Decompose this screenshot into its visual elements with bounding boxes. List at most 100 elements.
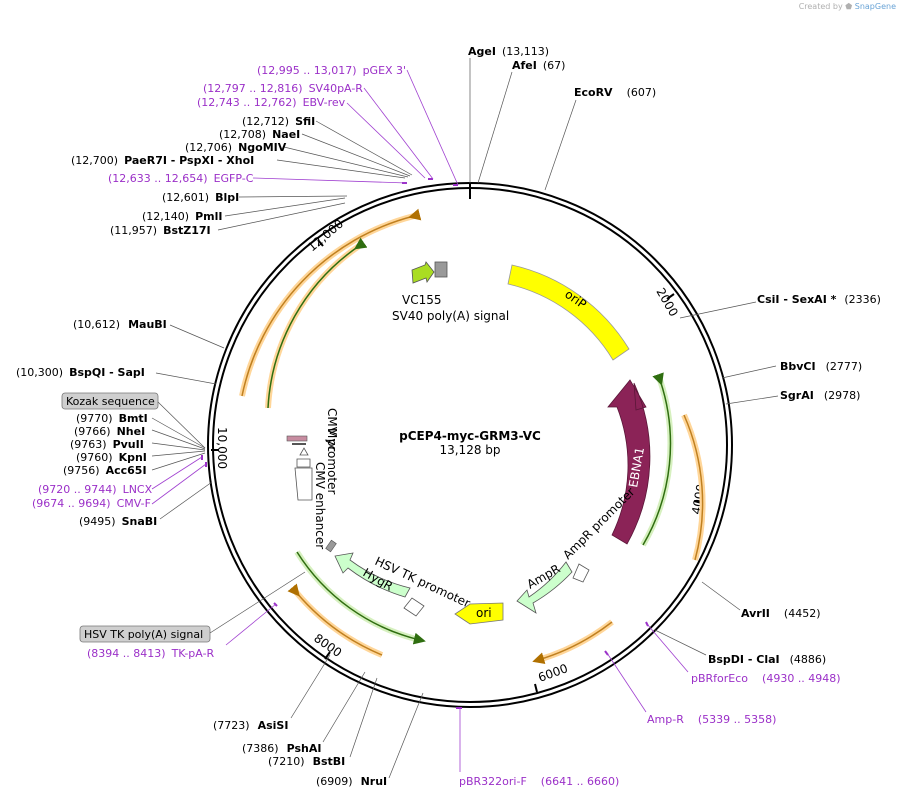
svg-text:SgrAI(2978): SgrAI (2978): [780, 389, 860, 402]
svg-text:BbvCI(2777): BbvCI (2777): [780, 360, 862, 373]
myc-label: Myc: [325, 428, 339, 452]
cmv-promoter-feature[interactable]: [296, 458, 311, 468]
ori-label: ori: [476, 606, 492, 620]
primer-name: EGFP-C: [214, 172, 254, 185]
enzyme-name: Acc65I: [106, 464, 147, 477]
myc-bar: [292, 443, 306, 445]
credit-brand: SnapGene: [854, 2, 896, 11]
hsvtk-promoter-feature[interactable]: [403, 597, 425, 617]
svg-text:(7210)BstBI: (7210) BstBI: [268, 755, 345, 768]
ampr-promoter-feature[interactable]: [572, 563, 590, 583]
svg-text:(12,706)NgoMIV: (12,706) NgoMIV: [185, 141, 287, 154]
enzyme-name: SgrAI: [780, 389, 814, 402]
enzyme-name: NgoMIV: [238, 141, 287, 154]
hsvtk-polya-label: HSV TK poly(A) signal: [84, 628, 203, 641]
enzyme-pos: (6909): [316, 775, 353, 788]
enzyme-name: SnaBI: [122, 515, 158, 528]
primer-range: (9720 .. 9744): [38, 483, 117, 496]
primer-name: LNCX: [123, 483, 153, 496]
enzyme-pos: (7723): [213, 719, 250, 732]
enzyme-name: BspDI - ClaI: [708, 653, 780, 666]
orf-arcs: [239, 208, 706, 665]
enzyme-pos: (7210): [268, 755, 305, 768]
vc155-feature[interactable]: [411, 261, 435, 284]
enzyme-name: CsiI - SexAI *: [757, 293, 837, 306]
primer-range: (12,743 .. 12,762): [197, 96, 297, 109]
enzyme-pos: (12,140): [142, 210, 189, 223]
enzyme-pos: (12,601): [162, 191, 209, 204]
enzyme-leaders: [151, 58, 779, 779]
ebna1-feature[interactable]: [607, 379, 651, 545]
enzyme-name: BbvCI: [780, 360, 816, 373]
svg-text:pBRforEco(4930 .. 4948): pBRforEco(4930 .. 4948): [691, 672, 841, 685]
ampr-feature[interactable]: [516, 561, 573, 614]
enzyme-labels: AgeI(13,113) AfeI(67) EcoRV(607) CsiI - …: [16, 45, 881, 788]
primer-range: (12,995 .. 13,017): [257, 64, 357, 77]
svg-text:(7386)PshAI: (7386)PshAI: [242, 742, 321, 755]
svg-text:(12,743 .. 12,762)EBV-rev: (12,743 .. 12,762) EBV-rev: [197, 96, 346, 109]
tick-label-2000: 2000: [653, 286, 680, 319]
plasmid-name: pCEP4-myc-GRM3-VC: [399, 429, 541, 443]
enzyme-pos: (2978): [824, 389, 861, 402]
enzyme-pos: (9756): [63, 464, 100, 477]
primer-name: TK-pA-R: [171, 647, 215, 660]
enzyme-name: EcoRV: [574, 86, 613, 99]
enzyme-pos: (10,612): [73, 318, 120, 331]
enzyme-name: SfiI: [295, 115, 315, 128]
kozak-callout[interactable]: Kozak sequence: [61, 392, 206, 449]
primer-name: SV40pA-R: [309, 82, 364, 95]
primer-range: (9674 .. 9694): [32, 497, 111, 510]
enzyme-name: AsiSI: [258, 719, 289, 732]
primer-name: pBRforEco: [691, 672, 748, 685]
primer-name: pBR322ori-F: [459, 775, 527, 788]
svg-text:(12,995 .. 13,017)pGEX 3': (12,995 .. 13,017) pGEX 3': [257, 64, 406, 77]
myc-feature[interactable]: [286, 435, 308, 442]
svg-text:(6909)NruI: (6909) NruI: [316, 775, 387, 788]
svg-text:(10,300)BspQI - SapI: (10,300)BspQI - SapI: [16, 366, 145, 379]
enzyme-pos: (9766): [74, 425, 111, 438]
cmv-promoter-arrow: [299, 447, 309, 456]
svg-text:(9763)PvuII: (9763)PvuII: [70, 438, 144, 451]
svg-text:BspDI - ClaI(4886): BspDI - ClaI(4886): [708, 653, 826, 666]
cmv-enhancer-feature[interactable]: [294, 467, 313, 501]
enzyme-name: AvrII: [741, 607, 770, 620]
svg-text:(9766)NheI: (9766)NheI: [74, 425, 145, 438]
enzyme-name: NruI: [361, 775, 388, 788]
hsvtk-polya-callout[interactable]: HSV TK poly(A) signal: [79, 571, 306, 643]
svg-text:(10,612)MauBI: (10,612)MauBI: [73, 318, 167, 331]
svg-text:(11,957)BstZ17I: (11,957) BstZ17I: [110, 224, 211, 237]
tick-marks: [211, 239, 703, 693]
cmv-enhancer-label: CMV enhancer: [313, 462, 327, 549]
enzyme-pos: (7386): [242, 742, 279, 755]
svg-text:(9674 .. 9694)CMV-F: (9674 .. 9694) CMV-F: [32, 497, 151, 510]
snapgene-credit: Created by ⬟ SnapGene: [799, 2, 896, 11]
enzyme-name: BstZ17I: [163, 224, 211, 237]
enzyme-pos: (9763): [70, 438, 107, 451]
enzyme-pos: (2777): [826, 360, 863, 373]
svg-text:(9495)SnaBI: (9495)SnaBI: [79, 515, 157, 528]
enzyme-pos: (12,706): [185, 141, 232, 154]
enzyme-name: BmtI: [119, 412, 148, 425]
ori-feature[interactable]: [454, 602, 504, 625]
enzyme-name: NaeI: [272, 128, 300, 141]
orip-feature[interactable]: [507, 264, 630, 361]
enzyme-name: KpnI: [119, 451, 147, 464]
primer-name: pGEX 3': [363, 64, 407, 77]
enzyme-name: BstBI: [313, 755, 346, 768]
hygr-feature[interactable]: [334, 552, 411, 598]
svg-text:(12,140)PmlI: (12,140)PmlI: [142, 210, 222, 223]
svg-text:(9720 .. 9744)LNCX: (9720 .. 9744) LNCX: [38, 483, 153, 496]
primer-name: EBV-rev: [303, 96, 346, 109]
primer-name: Amp-R: [647, 713, 684, 726]
enzyme-pos: (11,957): [110, 224, 157, 237]
enzyme-pos: (4452): [784, 607, 821, 620]
sv40pa-feature[interactable]: [434, 261, 448, 278]
tick-label-6000: 6000: [536, 661, 569, 685]
small-feature-box: [325, 539, 337, 553]
primer-name: CMV-F: [117, 497, 151, 510]
svg-text:(7723)AsiSI: (7723) AsiSI: [213, 719, 288, 732]
vc155-label: VC155: [402, 293, 442, 307]
svg-text:(8394 .. 8413)TK-pA-R: (8394 .. 8413)TK-pA-R: [87, 647, 215, 660]
svg-text:(12,712)SfiI: (12,712)SfiI: [242, 115, 315, 128]
